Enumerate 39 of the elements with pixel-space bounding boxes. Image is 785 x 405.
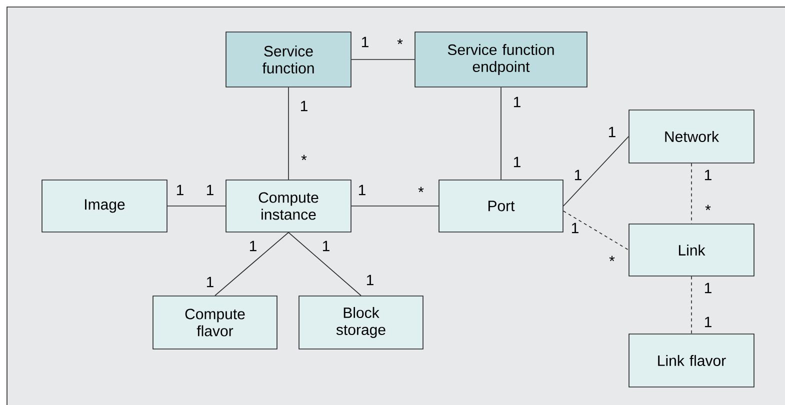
- multiplicity-label: *: [609, 256, 615, 262]
- multiplicity-label: *: [418, 186, 424, 192]
- multiplicity-label: 1: [572, 222, 578, 234]
- multiplicity-label: 1: [704, 282, 712, 294]
- entity-box: Service function: [226, 32, 352, 88]
- entity-box: Compute flavor: [152, 296, 278, 350]
- multiplicity-label: 1: [206, 184, 214, 196]
- connector-line: [214, 232, 289, 296]
- connector-line: [563, 210, 629, 250]
- multiplicity-label: 1: [176, 184, 184, 196]
- entity-box: Network: [628, 110, 754, 164]
- connector-line: [563, 136, 629, 206]
- multiplicity-label: *: [301, 154, 307, 160]
- multiplicity-label: 1: [250, 240, 256, 252]
- multiplicity-label: 1: [300, 100, 308, 112]
- entity-box: Link: [628, 224, 754, 276]
- multiplicity-label: 1: [206, 276, 214, 288]
- connector-line: [500, 87, 502, 180]
- entity-box: Compute instance: [226, 180, 352, 232]
- entity-box: Block storage: [298, 296, 424, 350]
- connector-line: [288, 232, 362, 296]
- multiplicity-label: 1: [366, 274, 374, 286]
- connector-line: [691, 276, 692, 334]
- multiplicity-label: 1: [704, 316, 712, 328]
- multiplicity-label: 1: [608, 126, 616, 138]
- multiplicity-label: 1: [514, 156, 520, 168]
- entity-box: Link flavor: [628, 334, 754, 388]
- connector-line: [351, 59, 415, 60]
- multiplicity-label: *: [705, 204, 711, 210]
- multiplicity-label: 1: [358, 184, 366, 196]
- entity-box: Service function endpoint: [414, 32, 588, 88]
- multiplicity-label: 1: [514, 96, 520, 108]
- entity-box: Port: [438, 180, 564, 232]
- multiplicity-label: 1: [574, 170, 582, 180]
- multiplicity-label: 1: [362, 36, 368, 48]
- connector-line: [288, 87, 289, 180]
- entity-box: Image: [42, 180, 168, 232]
- multiplicity-label: 1: [704, 170, 712, 180]
- multiplicity-label: 1: [322, 240, 330, 252]
